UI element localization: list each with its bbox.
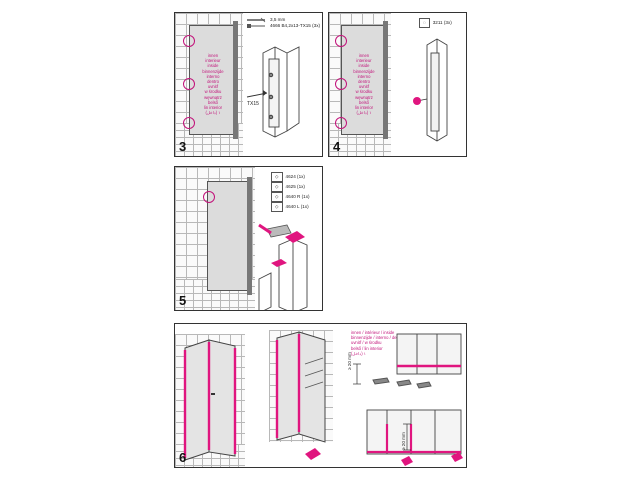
- screw-cap-icon: [413, 97, 421, 105]
- legend-label: 3211 (3x): [432, 20, 452, 25]
- profile-detail-drawing: [416, 38, 448, 142]
- drill-mark-bottom: [335, 117, 347, 129]
- glass-panel: [341, 25, 385, 135]
- legend-label: 3,5 mm: [270, 17, 286, 22]
- legend-label: 4640 L (1x): [285, 204, 309, 209]
- profile-detail-drawing: [246, 46, 300, 138]
- step-5-panel: ◇ 4624 (1x) ◇ 4625 (1x) ◇ 4640 R (1x) ◇ …: [174, 166, 323, 311]
- drill-mark-top: [335, 35, 347, 47]
- wall-profile: [233, 21, 238, 139]
- inside-label: innen interieur inside binnenzijde inter…: [353, 53, 375, 116]
- legend-label: 4624 (1x): [285, 174, 305, 179]
- wall-profile: [247, 177, 252, 295]
- legend-row-drill: 3,5 mm: [247, 17, 320, 23]
- part-icon: ◇: [271, 182, 283, 192]
- legend-label: 4640 R (1x): [285, 194, 310, 199]
- legend-label: 4625 (1x): [285, 184, 305, 189]
- enclosure-front-drawing: [183, 339, 237, 461]
- parts-legend: ◇ 4624 (1x) ◇ 4625 (1x) ◇ 4640 R (1x) ◇ …: [271, 172, 310, 212]
- glass-panel: [189, 25, 235, 135]
- legend-row-screw: 4666 B4,2x13-TX15 (3x): [247, 23, 320, 29]
- drill-bit-icon: [247, 17, 266, 23]
- legend-label: 4666 B4,2x13-TX15 (3x): [270, 23, 321, 28]
- legend-row: ◇ 4640 L (1x): [271, 202, 310, 212]
- step-6-panel: innen / intérieur / inside binnenzijde /…: [174, 323, 467, 468]
- tool-label: TX15: [247, 101, 259, 107]
- inside-label: innen interieur inside binnenzijde inter…: [202, 53, 224, 116]
- part-icon: ◇: [271, 202, 283, 212]
- detail-mark: [203, 191, 215, 203]
- legend-row: ◇ 4640 R (1x): [271, 192, 310, 202]
- profile-assembly-drawing: [258, 223, 308, 310]
- drill-mark-bottom: [183, 117, 195, 129]
- dimension-label: ≥ 20 mm: [347, 352, 352, 370]
- step-number: 4: [333, 139, 341, 154]
- drill-mark-top: [183, 35, 195, 47]
- part-icon: ◇: [271, 192, 283, 202]
- wall-profile: [383, 21, 388, 139]
- step-number: 5: [179, 293, 187, 308]
- dimension-label: ≥ 20 mm: [401, 432, 406, 450]
- legend-row: ◇ 4625 (1x): [271, 182, 310, 192]
- drill-mark-middle: [335, 78, 347, 90]
- cap-icon: ◌: [419, 18, 430, 28]
- step-4-panel: innen interieur inside binnenzijde inter…: [328, 12, 467, 157]
- step-number: 3: [179, 139, 187, 154]
- step-number: 6: [179, 450, 187, 465]
- parts-legend: 3,5 mm 4666 B4,2x13-TX15 (3x): [247, 17, 320, 29]
- part-icon: ◇: [271, 172, 283, 182]
- parts-legend: ◌ 3211 (3x): [419, 18, 452, 28]
- legend-row: ◇ 4624 (1x): [271, 172, 310, 182]
- enclosure-side-drawing: [275, 331, 326, 460]
- screw-icon: [247, 24, 265, 28]
- seal-detail-drawing: [353, 333, 463, 466]
- step-3-panel: innen interieur inside binnenzijde inter…: [174, 12, 323, 157]
- drill-mark-middle: [183, 78, 195, 90]
- legend-row-cap: ◌ 3211 (3x): [419, 18, 452, 28]
